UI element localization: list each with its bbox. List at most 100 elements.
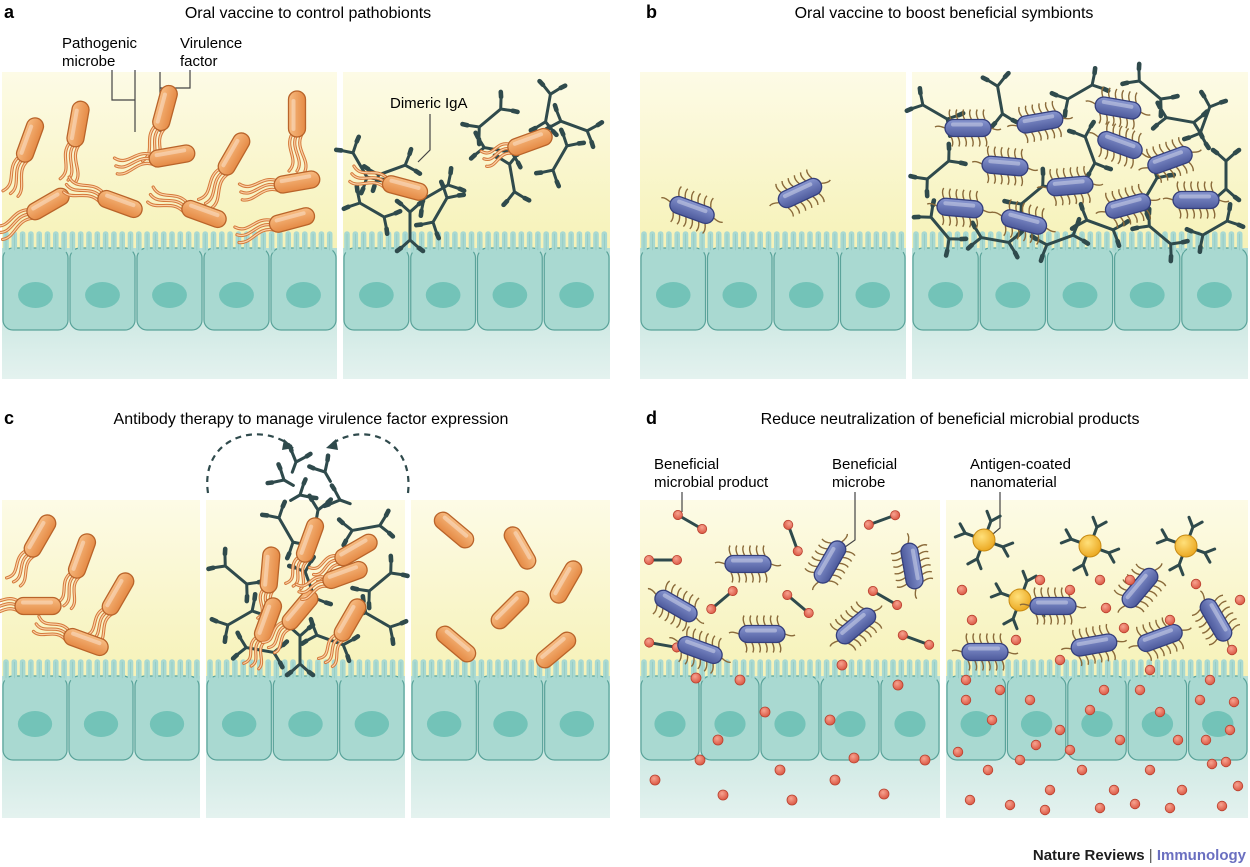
dimeric-iga <box>1130 206 1190 264</box>
pilus <box>1208 638 1218 646</box>
neutralized-product <box>867 585 903 610</box>
pilus <box>948 188 952 199</box>
pilus <box>1214 594 1224 602</box>
pilus <box>1203 181 1207 192</box>
pilus <box>1059 194 1064 206</box>
pilus <box>1130 158 1134 170</box>
microbial-product <box>960 694 972 706</box>
bound-product <box>727 586 738 597</box>
microbial-product <box>1194 694 1206 706</box>
pilus <box>850 605 859 614</box>
pilus <box>678 652 682 663</box>
symbiont-microbe <box>1060 623 1128 667</box>
pilus <box>703 661 708 672</box>
microbial-product <box>1172 734 1184 746</box>
pathobiont-microbe <box>4 514 57 588</box>
pilus <box>1176 181 1180 192</box>
pilus <box>1152 146 1158 157</box>
pilus <box>1007 651 1019 655</box>
arrowhead <box>326 439 338 450</box>
pilus <box>784 633 796 637</box>
pilus <box>1048 614 1053 625</box>
antibody-bar <box>903 634 929 646</box>
microbial-product <box>690 672 702 684</box>
pilus <box>982 209 994 214</box>
flagellum-core <box>240 183 278 194</box>
microbe-highlight <box>291 99 296 131</box>
pilus <box>1034 206 1039 217</box>
microbial-product <box>734 674 746 686</box>
microbe-highlight <box>105 578 124 608</box>
microbial-product <box>956 584 968 596</box>
microbial-product <box>1154 706 1166 718</box>
journal-name: Nature Reviews <box>1033 847 1145 864</box>
pilus <box>1098 624 1104 636</box>
antibody <box>265 462 295 487</box>
iga-chain <box>1007 172 1057 218</box>
pilus <box>750 572 754 583</box>
pilus <box>895 576 906 582</box>
arrow-right <box>329 433 410 494</box>
microbe-body <box>549 560 583 604</box>
lumen <box>640 72 906 248</box>
pilus <box>710 663 714 675</box>
pilus <box>853 638 862 647</box>
pilus <box>1029 232 1033 244</box>
antibody-fab <box>287 444 313 459</box>
pilus <box>1087 192 1091 204</box>
pilus <box>818 192 825 203</box>
pathobiont-microbe <box>503 526 537 570</box>
pilus <box>1148 590 1158 597</box>
iga-fab <box>965 220 1025 260</box>
iga-fab <box>533 127 587 189</box>
microbial-product <box>982 764 994 776</box>
pilus <box>756 615 760 626</box>
dimeric-iga <box>533 127 587 189</box>
pilus <box>1199 590 1206 601</box>
microbe-body <box>835 607 877 645</box>
iga-chain <box>1189 207 1241 249</box>
pilus <box>684 188 689 199</box>
pilus <box>1139 211 1145 222</box>
pilus <box>1162 170 1169 181</box>
bound-product <box>782 590 793 601</box>
pilus <box>975 190 979 202</box>
pilus <box>1098 652 1103 663</box>
microbial-product <box>1064 584 1076 596</box>
pilus <box>974 660 978 671</box>
label-microbe: microbe <box>62 53 115 70</box>
label-beneficial-product-1: Beneficial <box>654 456 719 473</box>
symbiont-microbe <box>951 633 1019 671</box>
bound-product <box>643 555 654 565</box>
iga-chain <box>1034 222 1086 258</box>
antibody-chain <box>1168 553 1185 577</box>
microbe-highlight <box>389 178 421 190</box>
microbial-product <box>919 754 931 766</box>
pilus <box>805 169 813 179</box>
pilus <box>1137 183 1143 194</box>
symbiont-microbe <box>1138 137 1202 183</box>
symbiont-microbe <box>971 145 1039 187</box>
nucleus <box>788 282 824 308</box>
microbe-body <box>97 189 143 219</box>
iga-fab <box>1181 89 1229 151</box>
antibody-chain <box>1059 528 1083 545</box>
microbe-body <box>148 144 196 168</box>
pilus <box>1092 626 1097 637</box>
microbe-body <box>503 526 537 570</box>
symbiont-microbe <box>1191 590 1241 650</box>
pilus <box>1116 639 1128 643</box>
pilus <box>1118 116 1122 128</box>
pilus <box>891 556 903 562</box>
pilus <box>1178 208 1182 219</box>
pilus <box>1101 86 1105 97</box>
pilus <box>863 629 872 638</box>
microbial-product <box>1164 802 1176 814</box>
pilus <box>890 550 902 555</box>
pilus <box>1217 600 1227 608</box>
dimeric-iga <box>1120 61 1180 119</box>
pilus <box>748 545 753 556</box>
microbe-highlight <box>69 108 79 141</box>
microbial-product <box>1024 694 1036 706</box>
symbiont-microbe <box>992 199 1056 245</box>
